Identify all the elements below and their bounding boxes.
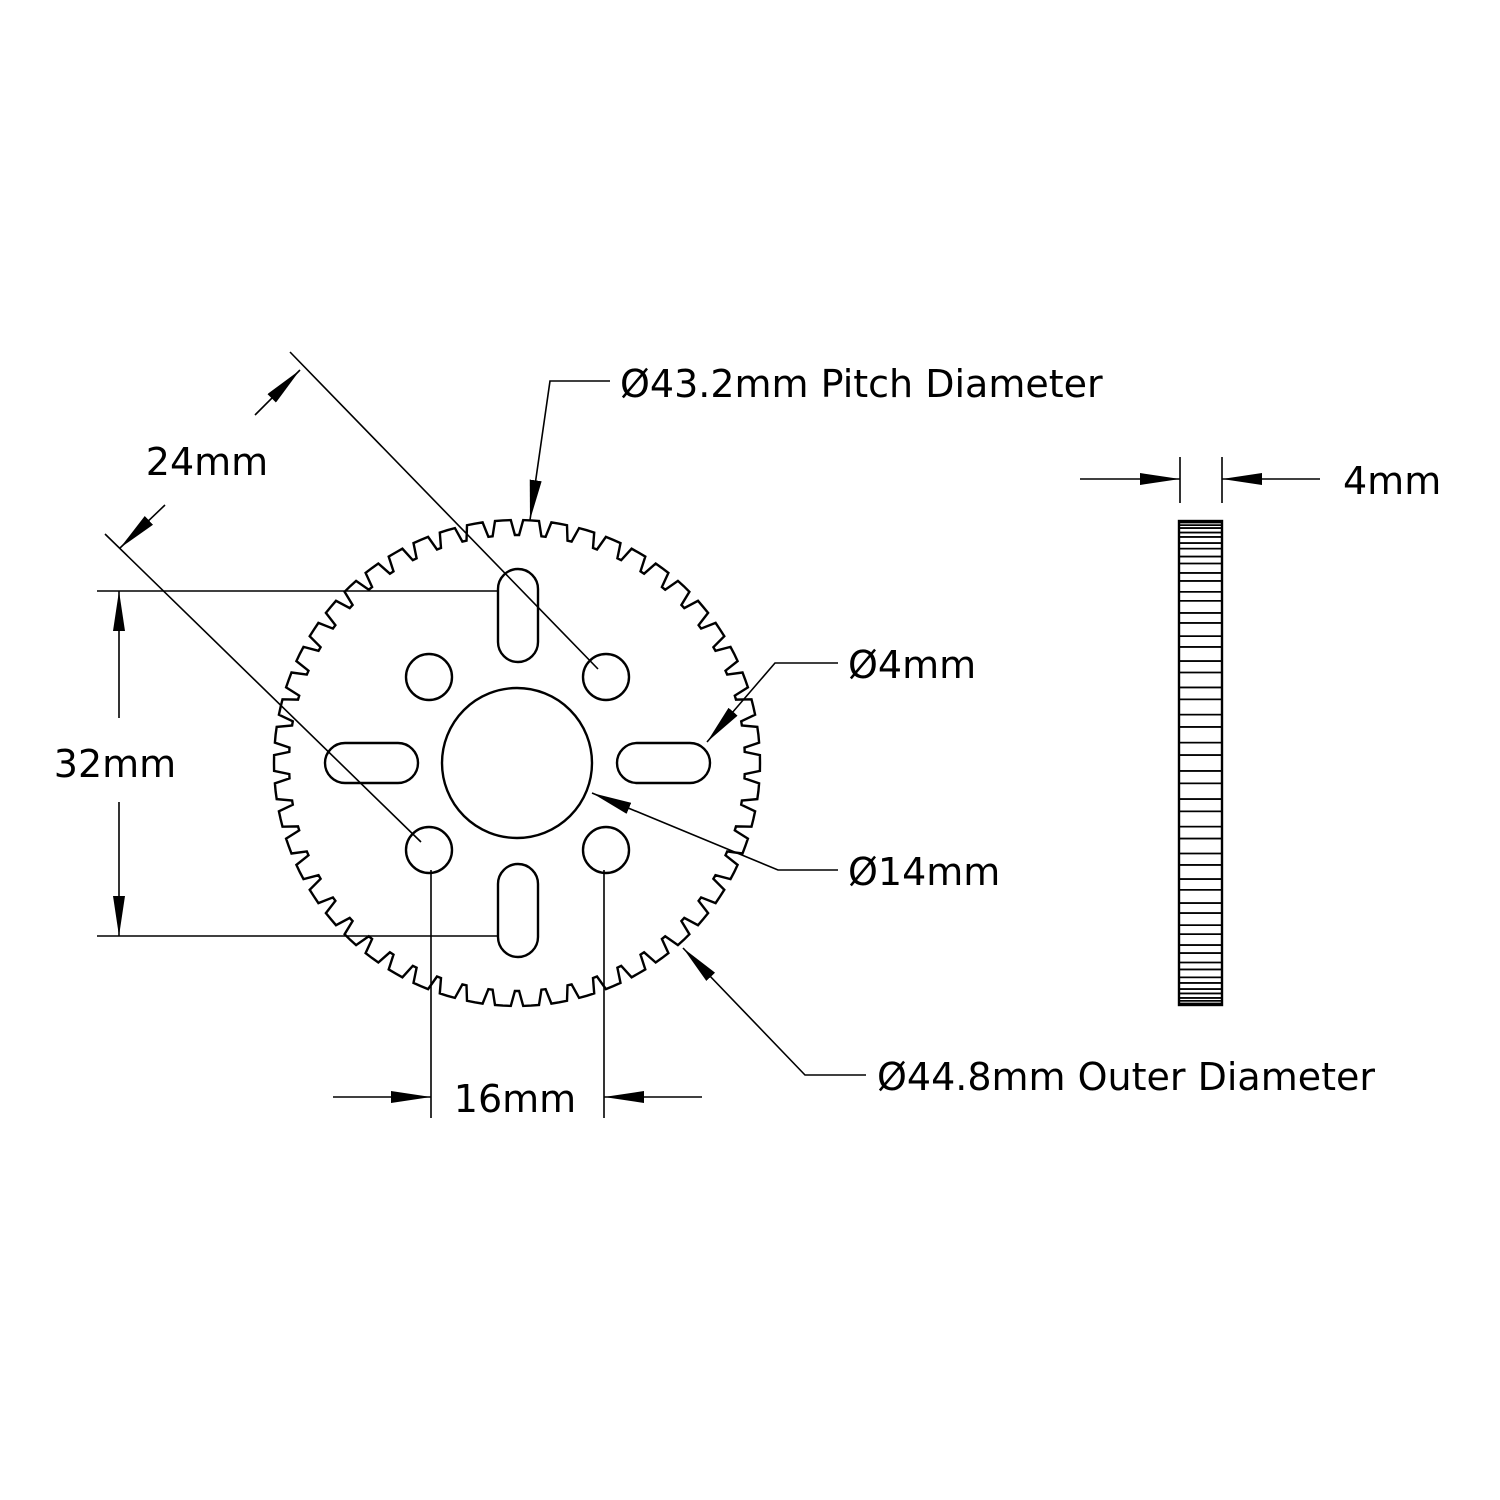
outer-label: Ø44.8mm Outer Diameter: [877, 1055, 1375, 1099]
gear-teeth: [272, 518, 762, 1008]
center-bore: [440, 686, 594, 840]
gear-side-view: [1177, 519, 1224, 1007]
leader-hole: Ø4mm: [706, 643, 976, 743]
dimension-label: 24mm: [146, 440, 268, 484]
dimension-32mm: 32mm: [54, 590, 498, 937]
dimension-label: 32mm: [54, 742, 176, 786]
dimension-label: 16mm: [454, 1077, 576, 1121]
mount-hole: [581, 825, 631, 875]
mount-hole: [404, 825, 454, 875]
dimension-16mm: 16mm: [333, 870, 702, 1121]
slot-right: [615, 741, 712, 785]
hole-label: Ø4mm: [848, 643, 976, 687]
slot-bottom: [496, 862, 540, 959]
gear-front-view: [272, 518, 762, 1008]
mount-hole: [404, 652, 454, 702]
dimension-24mm: 24mm: [104, 351, 599, 843]
leader-outer: Ø44.8mm Outer Diameter: [682, 947, 1375, 1099]
slot-left: [323, 741, 420, 785]
pitch-label: Ø43.2mm Pitch Diameter: [620, 362, 1103, 406]
width-label: 4mm: [1343, 459, 1441, 503]
bore-label: Ø14mm: [848, 850, 1000, 894]
dimension-4mm: 4mm: [1080, 457, 1441, 503]
leader-bore: Ø14mm: [591, 792, 1000, 894]
slot-top: [496, 567, 540, 664]
leader-pitch: Ø43.2mm Pitch Diameter: [529, 362, 1103, 521]
mount-hole: [581, 652, 631, 702]
